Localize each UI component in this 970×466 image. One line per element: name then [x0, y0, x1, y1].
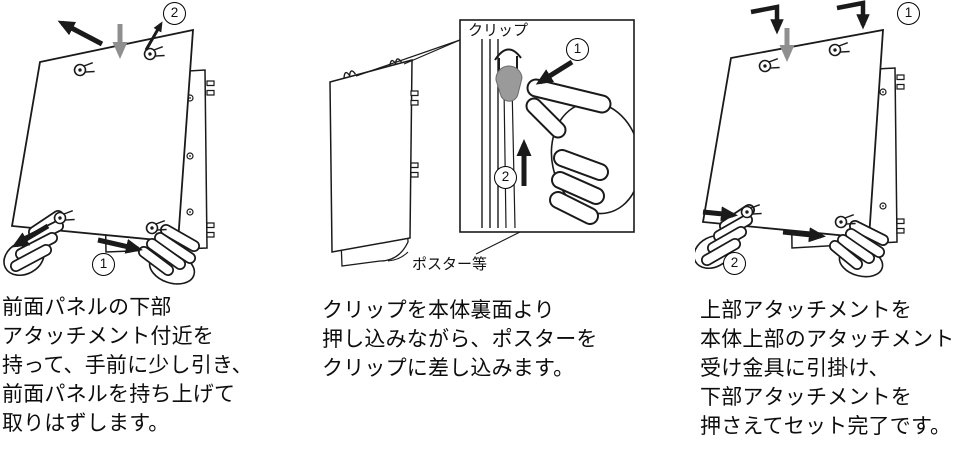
step-1-badge: 1 [92, 253, 115, 276]
clip-poster-illustration [329, 19, 635, 267]
right-hand [829, 220, 889, 278]
attach-panel-illustration [695, 0, 905, 278]
inset-detail-box [459, 19, 635, 233]
caption-line: 本体上部のアタッチメント [700, 328, 955, 351]
caption-line: 押さえてセット完了です。 [700, 415, 952, 438]
arrow-up-icon [144, 21, 163, 51]
caption-step-1: 前面パネルの下部 アタッチメント付近を 持って、手前に少し引き、 前面パネルを持… [2, 293, 317, 438]
inserted-poster [503, 83, 516, 229]
hook-tab-icon [206, 80, 215, 96]
hook-tab-icon [896, 218, 905, 234]
caption-line: 上部アタッチメントを [700, 299, 912, 322]
caption-line: クリップに差し込みます。 [322, 357, 575, 380]
step-2-badge: 2 [494, 166, 517, 189]
arrow-down-left-icon [11, 223, 50, 248]
frame-edge [481, 31, 499, 228]
caption-line: 押し込みながら、ポスターを [322, 328, 598, 351]
clip-gray-body [495, 65, 523, 102]
arrow-down-left-icon [535, 59, 574, 85]
caption-line: 取りはずします。 [2, 412, 170, 435]
hook-arrow-down-icon [750, 4, 784, 35]
arrow-right-icon [97, 237, 143, 254]
caption-step-2: クリップを本体裏面より 押し込みながら、ポスターを クリップに差し込みます。 [322, 296, 692, 383]
arrow-right-icon [782, 227, 826, 243]
caption-line: アタッチメント付近を [2, 325, 214, 348]
clip-label: クリップ [466, 22, 531, 39]
caption-line: 下部アタッチメントを [700, 386, 912, 409]
caption-line: 前面パネルを持ち上げて [2, 383, 236, 406]
inset-detail-content [460, 20, 634, 232]
caption-line: 受け金具に引掛け、 [700, 357, 890, 380]
remove-panel-illustration [3, 20, 215, 285]
front-panel [701, 28, 884, 239]
step-2-badge: 2 [723, 252, 746, 275]
poster-label: ポスター等 [412, 256, 488, 273]
clip-outline [494, 48, 522, 61]
poster-board [329, 57, 419, 253]
hook-tab-icon [896, 74, 905, 90]
caption-line: クリップを本体裏面より [322, 299, 555, 322]
caption-step-3: 上部アタッチメントを 本体上部のアタッチメント 受け金具に引掛け、 下部アタッチ… [700, 296, 968, 441]
figure-remove-front-panel: 2 1 [0, 0, 300, 290]
step-2-badge: 2 [163, 2, 186, 25]
arrow-right-icon [702, 206, 738, 222]
arrow-up-left-icon [57, 20, 104, 47]
hook-tab-icon [410, 162, 419, 178]
caption-line: 持って、手前に少し引き、 [2, 354, 253, 377]
figure-clip-poster: クリップ 1 2 ポスター等 [300, 0, 695, 290]
caption-line: 前面パネルの下部 [2, 296, 172, 319]
right-hand [138, 224, 200, 285]
step-1-badge: 1 [566, 38, 589, 61]
front-panel [10, 28, 194, 243]
figure-attach-front-panel: 1 2 [695, 0, 970, 290]
hook-arrow-down-icon [836, 0, 870, 30]
hook-tab-icon [206, 222, 215, 238]
step-1-badge: 1 [897, 2, 920, 25]
pressing-hand [525, 78, 634, 225]
